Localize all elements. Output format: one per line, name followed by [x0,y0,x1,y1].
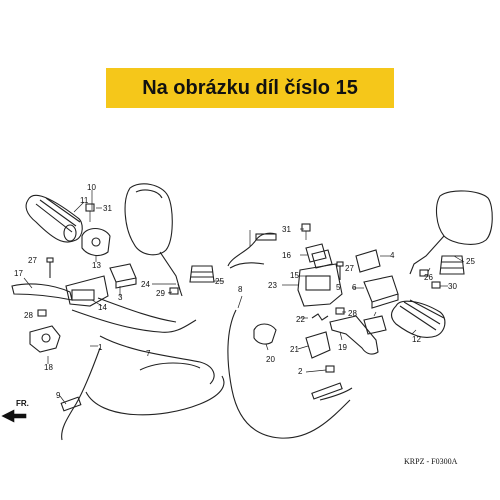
nut-30 [431,281,441,289]
cable-9 [60,347,225,441]
nut-26 [419,269,429,277]
right-switch-6 [363,275,399,309]
left-switch-housing [81,227,111,257]
part-label: 25 [466,257,475,266]
nut-2 [325,365,335,373]
bolt-31-right [301,223,311,240]
part-label: 25 [215,277,224,286]
part-labels: 10 11 31 13 27 17 14 3 29 24 25 28 18 1 … [14,183,475,400]
part-label: 20 [266,355,275,364]
part-label: 17 [14,269,23,278]
nut-28-right [335,307,345,315]
part-label: 4 [390,251,395,260]
left-mirror [124,183,183,297]
boot-right [439,255,465,275]
nut-29 [169,287,179,295]
right-grip [390,299,446,339]
part-label: 16 [282,251,291,260]
nut-28-left [37,309,47,317]
part-label: 5 [336,283,341,292]
part-label: 1 [98,343,103,352]
part-label: 22 [296,315,305,324]
right-switch-4 [355,249,381,273]
part-label: 8 [238,285,243,294]
boot-left [189,265,215,283]
leader-lines [23,190,465,405]
part-label: 12 [412,335,421,344]
cable-8 [227,309,353,439]
cable-7-top [227,232,277,269]
right-mirror [409,190,493,275]
bracket-21 [305,331,331,359]
part-label: 23 [268,281,277,290]
bolt-27-left [46,257,54,278]
part-label: 18 [44,363,53,372]
part-label: 30 [448,282,457,291]
part-label: 26 [424,273,433,282]
part-label: 14 [98,303,107,312]
part-label: 29 [156,289,165,298]
clamp-left [29,325,61,353]
part-label: 31 [103,204,112,213]
part-label: 11 [80,196,89,205]
direction-label: FR. [16,399,29,408]
cable-7-left [71,297,215,385]
front-direction-arrow: FR. [1,399,29,423]
diagram-code: KRPZ - F0300A [404,457,458,466]
right-lever [329,315,379,355]
banner-text: Na obrázku díl číslo 15 [142,76,358,99]
part-label: 15 [290,271,299,280]
part-label: 9 [56,391,61,400]
holder-16 [305,243,327,263]
switch-5 [363,315,387,335]
bolt-27-right [336,261,344,280]
part-label: 6 [352,283,357,292]
part-label: 28 [348,309,357,318]
part-label: 19 [338,343,347,352]
switch-3 [109,263,137,289]
holder-20 [253,323,277,345]
part-label: 3 [118,293,123,302]
left-grip [25,194,83,243]
part-label: 13 [92,261,101,270]
part-number-banner: Na obrázku díl číslo 15 [106,68,394,108]
part-label: 27 [28,256,37,265]
part-label: 21 [290,345,299,354]
part-label: 7 [146,349,151,358]
part-label: 27 [345,264,354,273]
part-label: 2 [298,367,303,376]
part-label: 24 [141,280,150,289]
part-label: 10 [87,183,96,192]
spring-22 [311,313,329,321]
part-label: 28 [24,311,33,320]
part-label: 31 [282,225,291,234]
master-cylinder [297,249,343,307]
left-lever [11,275,109,307]
bolt-left [85,203,95,222]
